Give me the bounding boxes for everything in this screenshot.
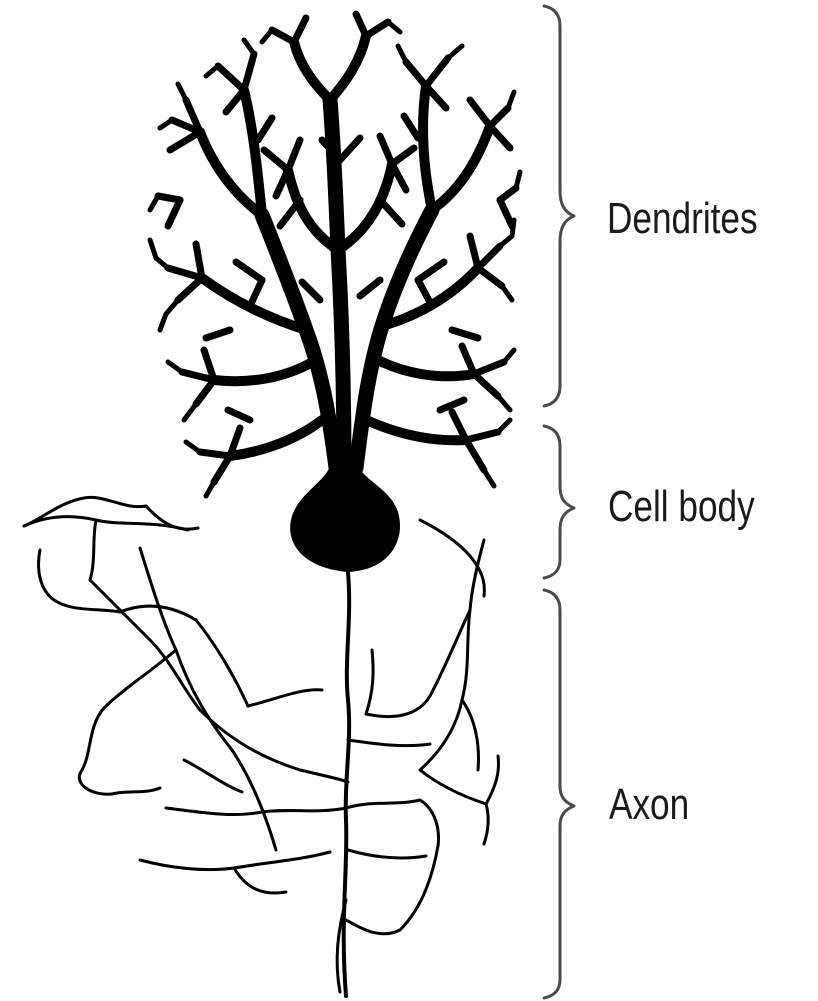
label-braces — [544, 6, 574, 998]
cell-body-brace — [544, 426, 574, 578]
dendrite-tree — [150, 14, 520, 496]
label-cell-body: Cell body — [608, 483, 755, 531]
label-axon: Axon — [609, 781, 689, 829]
axon-tree — [24, 497, 499, 996]
axon-brace — [544, 590, 574, 998]
label-dendrites: Dendrites — [607, 195, 758, 243]
cell-body-soma — [290, 462, 400, 572]
axon-main — [344, 572, 349, 996]
dendrites-brace — [544, 6, 574, 406]
